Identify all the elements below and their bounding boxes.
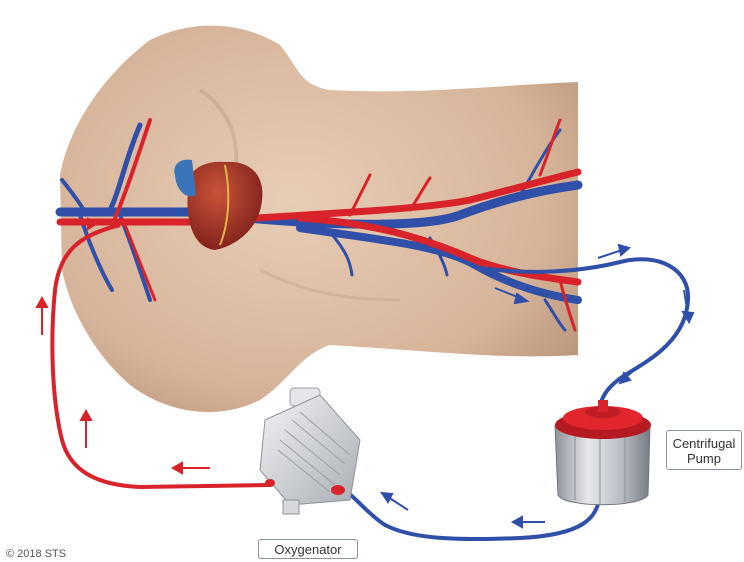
centrifugal-pump-device: [555, 400, 651, 505]
centrifugal-pump-label: Centrifugal Pump: [666, 430, 742, 470]
pump-label-line2: Pump: [667, 451, 741, 466]
red-arrow-icon: [81, 411, 91, 448]
red-arrow-icon: [173, 463, 210, 473]
oxygenator-label-text: Oxygenator: [274, 542, 341, 557]
copyright-notice: © 2018 STS: [6, 548, 66, 560]
pump-label-line1: Centrifugal: [667, 436, 741, 451]
blue-arrow-icon: [620, 365, 640, 383]
oxygenator-label: Oxygenator: [258, 539, 358, 559]
blue-arrow-icon: [382, 493, 408, 510]
red-arrow-icon: [37, 298, 47, 335]
oxygenator-device: [260, 388, 360, 514]
blue-arrow-icon: [598, 245, 629, 258]
blue-arrow-icon: [513, 517, 545, 527]
